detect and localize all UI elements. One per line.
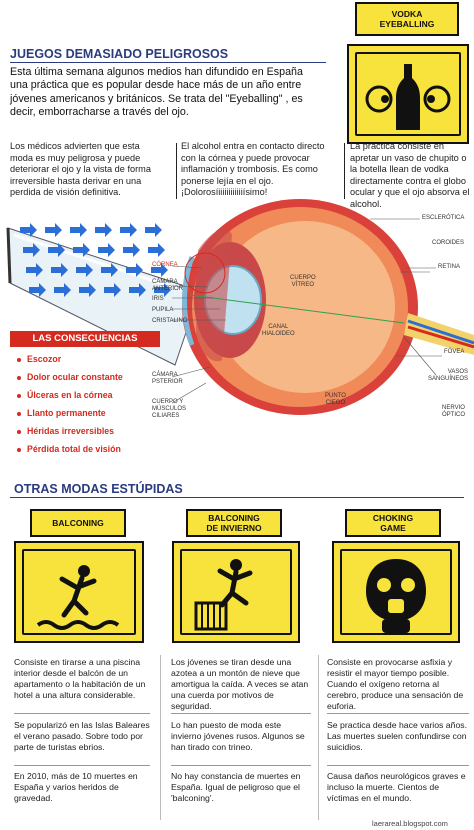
flow-arrow-icon [123, 243, 140, 257]
label-vasos: VASOS SANGUÍNEOS [428, 369, 469, 382]
balconing-sign [14, 541, 144, 643]
label-coroides: COROIDES [432, 240, 465, 246]
flow-arrow-icon [98, 243, 115, 257]
flow-arrow-icon [79, 283, 96, 297]
flow-arrow-icon [101, 263, 118, 277]
gas-mask-icon [366, 559, 426, 633]
label-camara-posterior: CÁMARA PSTERIOR [152, 372, 183, 385]
balconing-label: BALCONING [30, 509, 126, 537]
consequence-item: Llanto permanente [17, 404, 123, 422]
choking-game-label: CHOKING GAME [345, 509, 441, 537]
text-medicos: Los médicos advierten que esta moda es m… [10, 141, 151, 197]
column-divider-1 [176, 143, 177, 199]
flow-arrow-icon [76, 263, 93, 277]
vodka-sign-frame [355, 52, 461, 136]
title-rule [10, 62, 326, 63]
flow-arrow-icon [20, 223, 37, 237]
mod-divider-2 [318, 655, 319, 820]
balconing-invierno-p3: No hay constancia de muertes en España. … [171, 771, 301, 803]
flow-arrow-icon [29, 283, 46, 297]
balconing-p1: Consiste en tirarse a una piscina interi… [14, 657, 146, 700]
consequence-item: Úlceras en la córnea [17, 386, 123, 404]
flow-arrow-icon [104, 283, 121, 297]
label-iris: IRIS [152, 296, 164, 302]
label-retina: RETINA [438, 264, 461, 270]
consequences-list: Escozor Dolor ocular constante Úlceras e… [17, 350, 123, 458]
alcohol-flow-arrows [20, 223, 171, 297]
label-cuerpo-vitreo: CUERPO VÍTREO [290, 275, 316, 288]
flow-arrow-icon [51, 263, 68, 277]
choking-game-p1: Consiste en provocarse asfixia y resisti… [327, 657, 464, 711]
consequences-title: LAS CONSECUENCIAS [10, 331, 160, 347]
choking-game-sign [332, 541, 460, 643]
flow-arrow-icon [154, 283, 171, 297]
jumping-person-icon [194, 559, 253, 631]
column-divider-2 [344, 143, 345, 199]
label-cornea: CÓRNEA [152, 262, 178, 268]
text-practica: La práctica consiste en apretar un vaso … [350, 141, 470, 209]
balconing-p3: En 2010, más de 10 muertes en España y v… [14, 771, 138, 803]
mod-divider-1 [160, 655, 161, 820]
balconing-p2: Se popularizó en las Islas Baleares el v… [14, 720, 150, 752]
flow-arrow-icon [145, 223, 162, 237]
flow-arrow-icon [70, 223, 87, 237]
consequence-item: Escozor [17, 350, 123, 368]
vodka-eyeballing-icon [365, 64, 451, 130]
balconing-invierno-p1: Los jóvenes se tiran desde una azotea a … [171, 657, 309, 711]
text-alcohol: El alcohol entra en contacto directo con… [181, 141, 325, 197]
footer-credit: laerareal.blogspot.com [372, 819, 448, 828]
flow-arrow-icon [48, 243, 65, 257]
consequence-item: Pérdida total de visión [17, 440, 123, 458]
choking-game-p2: Se practica desde hace varios años. Las … [327, 720, 468, 752]
flow-arrow-icon [120, 223, 137, 237]
label-pupila: PUPILA [152, 307, 174, 313]
flow-arrow-icon [23, 243, 40, 257]
flow-arrow-icon [151, 263, 168, 277]
label-punto-ciego: PUNTO CIEGO [325, 393, 346, 406]
eye-diagram [6, 199, 474, 415]
vodka-sign [347, 44, 469, 144]
flow-arrow-icon [148, 243, 165, 257]
intro-text: Esta última semana algunos medios han di… [10, 66, 303, 118]
otras-modas-title: OTRAS MODAS ESTÚPIDAS [14, 482, 183, 496]
balconing-invierno-p2: Lo han puesto de moda este invierno jóve… [171, 720, 305, 752]
label-camara-anterior: CÁMARA ANTERIOR [152, 279, 184, 292]
flow-arrow-icon [45, 223, 62, 237]
label-canal-hialoideo: CANAL HIALOIDEO [262, 324, 295, 337]
vodka-eyeballing-label: VODKA EYEBALLING [355, 2, 459, 36]
eyeball-illustration [182, 199, 474, 415]
label-cristalino: CRISTALINO [152, 318, 188, 324]
balconing-invierno-label: BALCONING DE INVIERNO [186, 509, 282, 537]
flow-arrow-icon [126, 263, 143, 277]
label-esclerotica: ESCLERÓTICA [422, 215, 465, 221]
label-fovea: FÓVEA [444, 349, 465, 355]
flow-arrow-icon [73, 243, 90, 257]
flow-arrow-icon [26, 263, 43, 277]
flow-arrow-icon [129, 283, 146, 297]
flow-arrow-icon [95, 223, 112, 237]
consequence-item: Héridas irreversibles [17, 422, 123, 440]
page-title: JUEGOS DEMASIADO PELIGROSOS [10, 47, 229, 61]
otras-rule [10, 497, 464, 498]
shot-glass-icon [6, 227, 201, 366]
consequence-item: Dolor ocular constante [17, 368, 123, 386]
label-cuerpo-musculos: CUERPO Y MÚSCULOS CILIARES [152, 399, 187, 419]
falling-person-icon [36, 565, 120, 630]
choking-game-p3: Causa daños neurológicos graves e inclus… [327, 771, 466, 803]
balconing-invierno-sign [172, 541, 300, 643]
flow-arrow-icon [54, 283, 71, 297]
label-nervio: NERVIO ÓPTICO [442, 405, 466, 418]
